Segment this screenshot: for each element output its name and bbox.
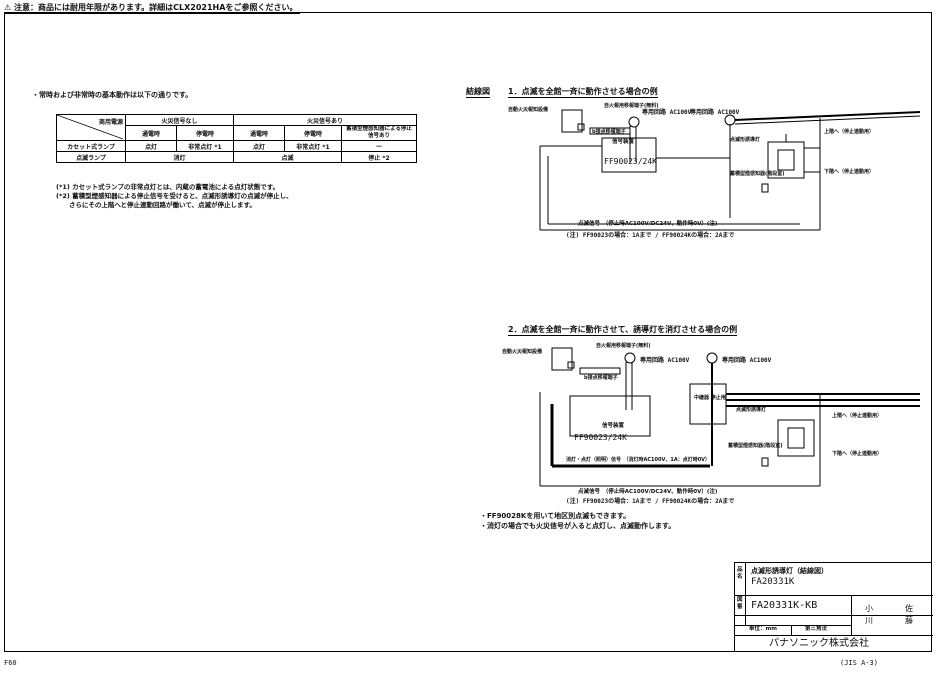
zuban-label: 図番 (737, 597, 743, 610)
company-name: パナソニック株式会社 (769, 638, 869, 649)
diagram2-svg (539, 347, 920, 487)
d1-up: 上階へ（停止連動用） (824, 129, 875, 135)
table-diag-cell: 商用電源 (56, 114, 126, 141)
bottom-note: ・FF90028Kを用いて地区別点滅もできます。 (480, 512, 631, 520)
lamp-box (777, 419, 815, 457)
d2-offsig: 消灯・点灯（照明）信号 （消灯時AC100V、1A：点灯時0V） (566, 457, 711, 463)
fire-panel-box (561, 109, 583, 133)
sub-header: 蓄積型煙感知器による停止信号あり (341, 125, 417, 141)
paper-size: (JIS A-3) (840, 659, 878, 667)
d2-fire-alarm: 自火報用移報端子(無料) (596, 343, 651, 349)
sub-header: 停電時 (284, 125, 342, 141)
footnote: (*2) 蓄積型煙感知器による停止信号を受けると、点滅形誘導灯の点滅が停止し、 (56, 192, 293, 200)
group-no-fire: 火災信号なし (125, 114, 234, 126)
signature-2: 佐 藤 (905, 604, 913, 625)
wiring-label: 結線図 (466, 87, 490, 98)
d1-fire-alarm: 自火報用移報端子(無料) (604, 103, 659, 109)
table-cell: — (341, 140, 417, 152)
diagram1-svg (539, 109, 920, 231)
sub-header: 通電時 (125, 125, 177, 141)
caution-notice: ⚠ 注意：商品には耐用年限があります。詳細はCLX2021HAをご参照ください。 (4, 2, 301, 14)
group-fire: 火災信号あり (233, 114, 417, 126)
hinmei-label: 品名 (737, 567, 743, 580)
d2-signal: 点滅信号 （停止時AC100V/DC24V、動作時0V）(注) (578, 489, 718, 495)
d1-lamp-label: 点滅形誘導灯 (730, 137, 761, 143)
d1-b-terminal: b接点移報端子 (592, 129, 626, 135)
d2-up: 上階へ（停止連動用） (832, 413, 883, 419)
diagram1-title: 1．点滅を全館一斉に動作させる場合の例 (508, 87, 658, 98)
sheet-code: F60 (4, 659, 17, 667)
signal-device-box (569, 395, 651, 437)
d2-down: 下階へ（停止連動用） (832, 451, 883, 457)
row-label: カセット式ランプ (56, 140, 126, 152)
d2-device-model: FF90023/24K (574, 433, 627, 442)
signal-device-box (601, 137, 657, 173)
hinmei-line1: 点滅形誘導灯（結線図） (751, 567, 828, 575)
bottom-note: ・消灯の場合でも火災信号が入ると点灯し、点滅動作します。 (480, 522, 676, 530)
d2-note: (注) FF90023の場合：1Aまで / FF90024Kの場合：2Aまで (566, 498, 735, 505)
fire-panel-box (551, 347, 573, 371)
footnotes: (*1) カセット式ランプの非常点灯とは、内蔵の蓄電池による点灯状態です。 (*… (56, 183, 293, 210)
d2-device-label: 信号装置 (602, 423, 625, 429)
table-cell: 非常点灯 *1 (284, 140, 342, 152)
table-cell: 非常点灯 *1 (176, 140, 234, 152)
d1-device-model: FF90023/24K (604, 157, 657, 166)
diag-line (57, 115, 123, 139)
d2-smoke: 蓄積型煙感知器(階段室) (728, 443, 783, 449)
diagram2-title: 2．点滅を全館一斉に動作させて、誘導灯を消灯させる場合の例 (508, 325, 738, 336)
operation-table: 商用電源 火災信号なし 火災信号あり 通電時 停電時 通電時 停電時 蓄積型煙感… (56, 114, 417, 163)
row-label: 点滅ランプ (56, 151, 126, 163)
table-cell: 停止 *2 (341, 151, 417, 163)
zuban-value: FA20331K-KB (751, 600, 818, 611)
d1-device-label: 信号装置 (612, 139, 635, 145)
hinmei-line2: FA20331K (751, 577, 795, 587)
footnote: (*1) カセット式ランプの非常点灯とは、内蔵の蓄電池による点灯状態です。 (56, 183, 280, 191)
table-cell: 消灯 (125, 151, 234, 163)
d1-note: (注) FF90023の場合：1Aまで / FF90024Kの場合：2Aまで (566, 232, 735, 239)
d1-down: 下階へ（停止連動用） (824, 169, 875, 175)
d1-power2: 専用回路 AC100V (690, 109, 740, 116)
d2-relay: 中継器 停止用 (694, 395, 726, 401)
fire-alarm-terminal (577, 123, 585, 131)
intro-text: ・常時および非常時の基本動作は以下の通りです。 (32, 91, 193, 99)
footnote: さらにその上階へと停止連動回路が働いて、点滅が停止します。 (56, 201, 256, 209)
table-cell: 点灯 (233, 140, 285, 152)
signature-1: 小 川 (865, 604, 873, 625)
sub-header: 停電時 (176, 125, 234, 141)
d2-power1: 専用回路 AC100V (640, 357, 690, 364)
d1-smoke: 蓄積型煙感知器(階段室) (730, 171, 785, 177)
projection-label: 第三角法 (805, 626, 828, 632)
d2-lamp-label: 点滅形誘導灯 (736, 407, 767, 413)
diag-top-label: 商用電源 (98, 119, 123, 126)
unit-label: 単位：mm (749, 626, 777, 632)
relay-box (689, 383, 727, 425)
d1-fire-panel: 自動火災報知設備 (508, 107, 549, 113)
d2-b-terminal: b接点移報端子 (584, 375, 618, 381)
d1-power1: 専用回路 AC100V (642, 109, 692, 116)
d1-signal: 点滅信号 （停止時AC100V/DC24V、動作時0V）(注) (578, 221, 718, 227)
table-cell: 点灯 (125, 140, 177, 152)
sub-header: 通電時 (233, 125, 285, 141)
d2-power2: 専用回路 AC100V (722, 357, 772, 364)
bottom-notes: ・FF90028Kを用いて地区別点滅もできます。 ・消灯の場合でも火災信号が入る… (480, 511, 675, 531)
d2-fire-panel: 自動火災報知設備 (502, 349, 543, 355)
title-block: 品名 点滅形誘導灯（結線図） FA20331K 図番 FA20331K-KB 単… (734, 562, 933, 652)
drawing-frame (4, 12, 932, 652)
table-cell: 点滅 (233, 151, 342, 163)
